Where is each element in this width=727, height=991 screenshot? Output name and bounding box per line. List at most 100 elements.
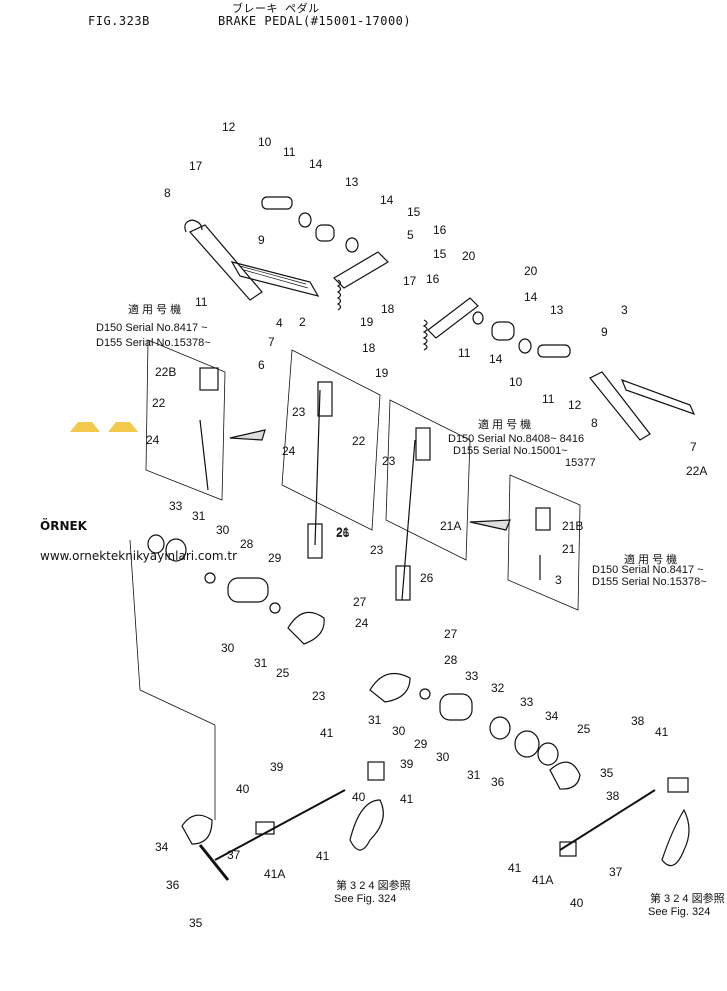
callout: 23: [312, 689, 326, 703]
callout: 21A: [440, 519, 461, 533]
clevis-39-right-top: [667, 777, 689, 793]
callout: 10: [258, 135, 272, 149]
ref-part-left: [349, 799, 384, 851]
callout: 22: [152, 396, 166, 410]
box-far-left: [145, 339, 226, 501]
callout: 26: [336, 526, 350, 540]
callout: 14: [380, 193, 394, 207]
callout: 39: [270, 760, 284, 774]
clevis-39-left: [255, 821, 275, 835]
callout: 24: [355, 616, 369, 630]
callout: 17: [403, 274, 417, 288]
callout: 36: [166, 878, 180, 892]
callout: 18: [381, 302, 395, 316]
shaft-28-right: [439, 693, 473, 721]
callout: 41A: [532, 873, 553, 887]
callout: 8: [164, 186, 171, 200]
callout: 23: [292, 405, 306, 419]
callout: 31: [467, 768, 481, 782]
callout: 5: [407, 228, 414, 242]
callout: 9: [258, 233, 265, 247]
callout: 40: [352, 790, 366, 804]
watermark-accent-2: [108, 422, 138, 432]
callout: 26: [420, 571, 434, 585]
serial-note-a1: D150 Serial No.8417 ~: [96, 322, 208, 334]
callout: 11: [283, 145, 296, 159]
callout: 33: [169, 499, 183, 513]
callout: 34: [155, 840, 169, 854]
callout: 30: [436, 750, 450, 764]
callout: 28: [240, 537, 254, 551]
callout: 30: [216, 523, 230, 537]
callout: 35: [189, 916, 203, 930]
ref-part-right: [661, 808, 690, 867]
callout: 41A: [264, 867, 285, 881]
callout: 18: [362, 341, 376, 355]
callout: 20: [462, 249, 476, 263]
callout: 29: [268, 551, 282, 565]
diagram-art: [129, 196, 696, 881]
see-fig-left: See Fig. 324: [334, 893, 396, 905]
callout: 7: [690, 440, 697, 454]
arm-34-left: [181, 814, 213, 845]
svg-text:適 用 号 機: 適 用 号 機: [478, 417, 531, 431]
shaft-10-right: [537, 344, 571, 358]
callout: 9: [601, 325, 608, 339]
callout: 30: [392, 724, 406, 738]
callout: 16: [433, 223, 447, 237]
callout: 14: [524, 290, 538, 304]
callout: 3: [621, 303, 628, 317]
callout: 12: [568, 398, 582, 412]
shaft-10-left: [261, 196, 293, 210]
clevis-21A: [535, 507, 551, 531]
callout: 14: [309, 157, 323, 171]
callout: 35: [600, 766, 614, 780]
lever-15-right: [427, 297, 479, 339]
callout: 41: [400, 792, 414, 806]
callout: 2: [299, 315, 306, 329]
callout: 29: [414, 737, 428, 751]
serial-note-c1: D150 Serial No.8417 ~: [592, 564, 704, 576]
callout: 37: [609, 865, 623, 879]
callout: 11: [195, 295, 208, 309]
left-pedal-arm: [189, 224, 263, 301]
serial-note-b1: D150 Serial No.8408~ 8416: [448, 433, 584, 445]
arrow-right: [469, 519, 511, 531]
spring-20-right: [422, 319, 428, 351]
clevis-39-left-top: [367, 761, 385, 781]
callout: 41: [508, 861, 522, 875]
serial-note-b3: 15377: [565, 457, 596, 469]
callout: 22B: [155, 365, 176, 379]
callout: 10: [509, 375, 523, 389]
callout: 13: [550, 303, 564, 317]
svg-text:適 用 号 機: 適 用 号 機: [624, 552, 677, 566]
callout: 14: [489, 352, 503, 366]
callout: 39: [400, 757, 414, 771]
serial-note-c2: D155 Serial No.15378~: [592, 576, 707, 588]
callout: 3: [555, 573, 562, 587]
bushing-14: [298, 212, 312, 228]
callout: 31: [368, 713, 382, 727]
callout: 6: [258, 358, 265, 372]
callout: 23: [382, 454, 396, 468]
callout: 38: [606, 789, 620, 803]
watermark-brand: ÖRNEK: [40, 518, 88, 533]
arm-34-right: [549, 761, 581, 790]
callout: 22A: [686, 464, 707, 478]
bearing-33-right: [489, 716, 511, 740]
callout: 4: [276, 316, 283, 330]
callout: 15: [433, 247, 447, 261]
callout: 28: [444, 653, 458, 667]
callout: 31: [254, 656, 268, 670]
callout: 41: [316, 849, 330, 863]
callout: 21: [336, 525, 350, 539]
callout: 30: [221, 641, 235, 655]
callout: 33: [465, 669, 479, 683]
callout: 12: [222, 120, 236, 134]
callout-labels: 12 10 11 14 13 14 15 16 17 8 9 11 2 4 7 …: [146, 120, 707, 930]
box-center: [385, 399, 471, 561]
callout: 27: [444, 627, 458, 641]
svg-text:第 3 2 4 図参照: 第 3 2 4 図参照: [650, 891, 725, 905]
serial-note-b2: D155 Serial No.15001~: [453, 445, 568, 457]
